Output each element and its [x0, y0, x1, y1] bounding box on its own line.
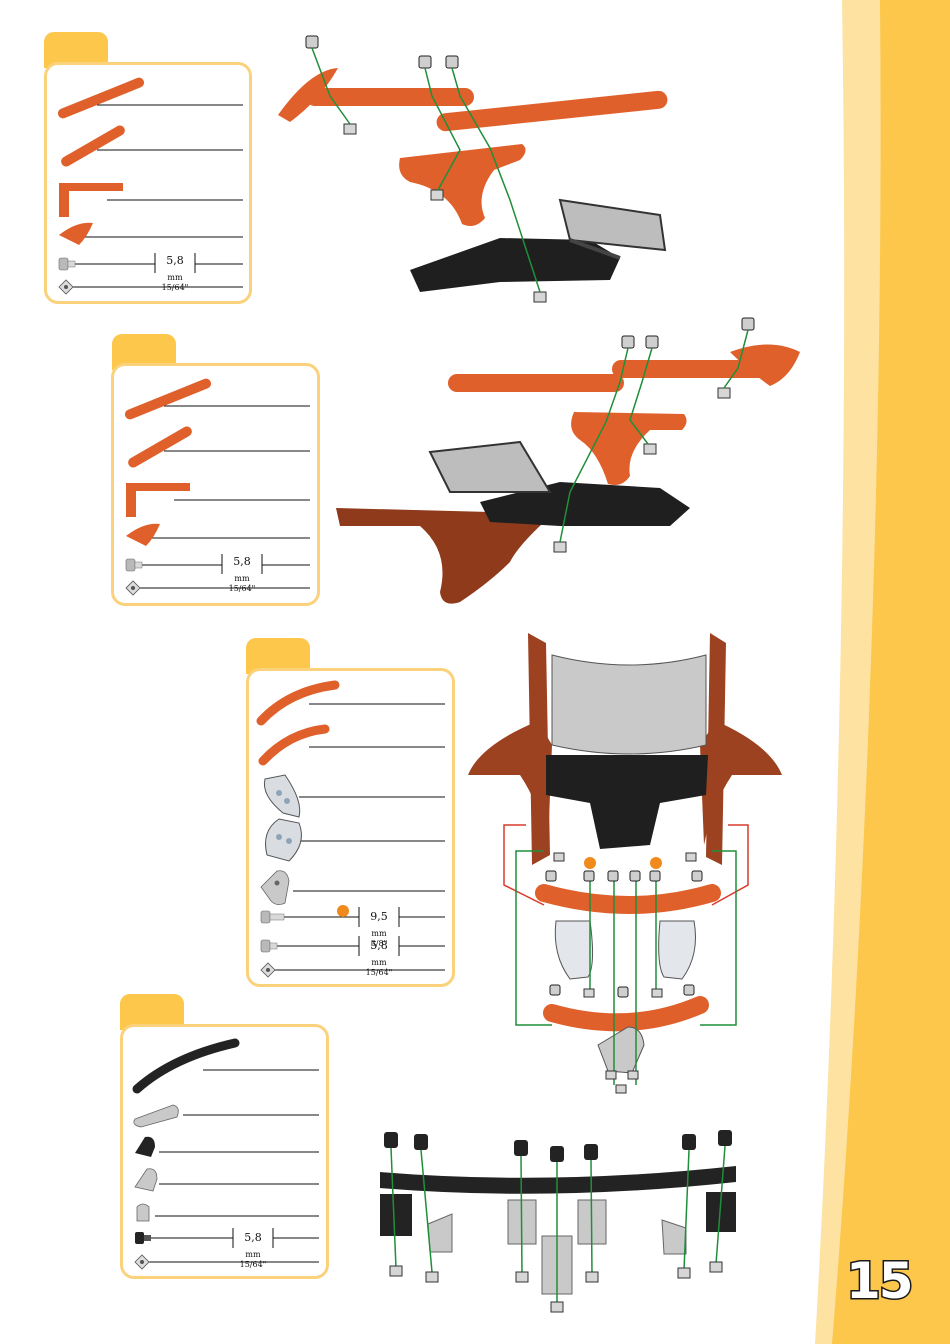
page-number: 15: [846, 1252, 926, 1310]
step-c-parts-box: 9,5 mm 3/8" 5,8 mm 15/64": [246, 668, 455, 987]
step-c-assembly-diagram: [460, 625, 790, 1100]
screw-length-label: 5,8 mm 15/64": [157, 251, 193, 292]
orange-quarter-plate-icon: [59, 223, 93, 245]
curved-orange-strip-icon: [263, 729, 325, 761]
small-silver-bracket-icon: [137, 1204, 149, 1221]
square-nut-icon: [261, 963, 275, 977]
screw-length-label: 5,8 mm 15/64": [235, 1228, 271, 1269]
black-screw-icon: [135, 1232, 151, 1244]
screw-length-label: 5,8 mm 15/64": [361, 936, 397, 977]
silver-angle-bracket-icon: [135, 1169, 157, 1191]
silver-double-bracket-icon: [134, 1105, 178, 1127]
screw-icon: [59, 258, 75, 270]
step-d-parts-box: 5,8 mm 15/64": [120, 1024, 329, 1279]
long-screw-icon: [261, 911, 284, 923]
step-a-parts-list: [47, 65, 255, 307]
step-d-assembly-diagram: [372, 1124, 744, 1324]
black-angle-bracket-icon: [135, 1137, 155, 1157]
long-screw-marker-dot: [337, 905, 349, 917]
step-b-parts-box: 5,8 mm 15/64": [111, 363, 320, 606]
curved-orange-strip-icon: [261, 685, 335, 721]
step-d-parts-list: [123, 1027, 332, 1282]
short-orange-strip-icon: [59, 124, 126, 169]
step-b-assembly-diagram: [330, 312, 820, 612]
screw-icon: [126, 559, 142, 571]
square-nut-icon: [126, 581, 140, 595]
step-b-parts-list: [114, 366, 323, 609]
curved-black-strip-icon: [137, 1043, 235, 1089]
headlight-left-icon: [264, 775, 299, 817]
long-orange-strip-icon: [123, 377, 212, 421]
step-a-assembly-diagram: [270, 30, 690, 320]
square-nut-icon: [135, 1255, 149, 1269]
long-orange-strip-icon: [56, 76, 145, 120]
square-nut-icon: [59, 280, 73, 294]
screw-length-label: 5,8 mm 15/64": [224, 552, 260, 593]
screw-icon: [261, 940, 277, 952]
triangle-plate-icon: [261, 871, 289, 905]
short-orange-strip-icon: [126, 425, 193, 470]
step-c-parts-list: [249, 671, 458, 990]
step-a-parts-box: 5,8 mm 15/64": [44, 62, 252, 304]
headlight-right-icon: [266, 819, 302, 861]
orange-quarter-plate-icon: [126, 524, 160, 546]
